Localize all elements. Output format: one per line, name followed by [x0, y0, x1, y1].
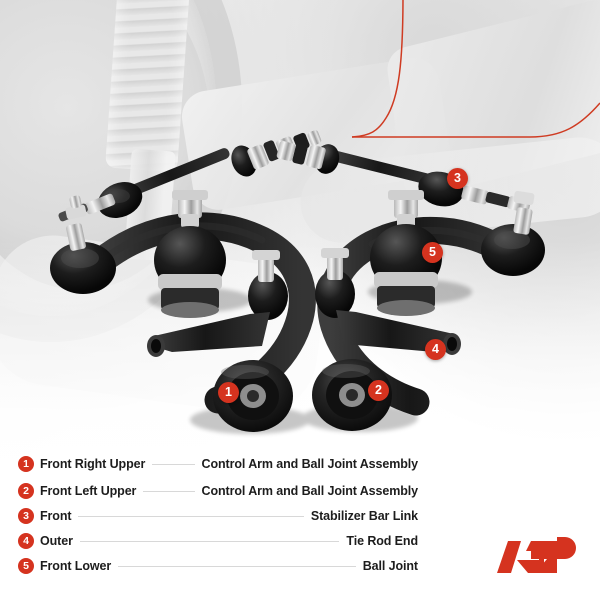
legend-badge-3-label: 3 [23, 509, 29, 522]
callout-badge-2: 2 [368, 380, 389, 401]
callout-badge-2-label: 2 [375, 383, 382, 398]
legend-leader-line-3 [78, 515, 304, 517]
legend-position-3: Front [40, 509, 72, 523]
legend-badge-1: 1 [18, 456, 34, 472]
callout-badge-5-label: 5 [429, 245, 436, 260]
callout-badge-1: 1 [218, 382, 239, 403]
tie-rod-end-right [315, 248, 461, 355]
legend-badge-4-label: 4 [23, 534, 29, 547]
callout-badge-3: 3 [447, 168, 468, 189]
control-arm-front-right-upper [50, 195, 316, 432]
legend-part-3: Stabilizer Bar Link [310, 509, 418, 523]
legend-badge-5-label: 5 [23, 559, 29, 572]
callout-badge-3-label: 3 [454, 171, 461, 186]
tie-rod-end-left [147, 250, 288, 357]
ball-joint-left [154, 190, 226, 318]
callout-badge-5: 5 [422, 242, 443, 263]
legend-position-2: Front Left Upper [40, 484, 137, 498]
legend-row-1: 1 Front Right Upper Control Arm and Ball… [18, 453, 418, 475]
ball-joint-right [370, 190, 442, 316]
legend-leader-line-5 [118, 565, 356, 567]
a-premium-logo-icon [497, 537, 576, 573]
callout-badge-1-label: 1 [225, 385, 232, 400]
callout-badge-4-label: 4 [432, 342, 439, 357]
stabilizer-bar-link-left [58, 130, 322, 222]
legend-row-3: 3 Front Stabilizer Bar Link [18, 505, 418, 527]
legend-badge-1-label: 1 [23, 457, 29, 470]
legend-part-2: Control Arm and Ball Joint Assembly [201, 484, 419, 498]
legend-leader-line-1 [152, 463, 195, 465]
legend-badge-3: 3 [18, 508, 34, 524]
legend-leader-line-4 [79, 540, 340, 542]
legend-position-1: Front Right Upper [40, 457, 146, 471]
callout-badge-4: 4 [425, 339, 446, 360]
legend-row-5: 5 Front Lower Ball Joint [18, 555, 418, 577]
legend-part-1: Control Arm and Ball Joint Assembly [201, 457, 419, 471]
legend-row-2: 2 Front Left Upper Control Arm and Ball … [18, 480, 418, 502]
suspension-parts-illustration [50, 130, 545, 434]
parts-legend: 1 Front Right Upper Control Arm and Ball… [0, 450, 600, 580]
legend-leader-line-2 [143, 490, 195, 492]
legend-badge-5: 5 [18, 558, 34, 574]
legend-row-4: 4 Outer Tie Rod End [18, 530, 418, 552]
legend-badge-4: 4 [18, 533, 34, 549]
legend-position-5: Front Lower [40, 559, 112, 573]
legend-part-4: Tie Rod End [346, 534, 418, 548]
legend-position-4: Outer [40, 534, 73, 548]
legend-badge-2: 2 [18, 483, 34, 499]
legend-badge-2-label: 2 [23, 484, 29, 497]
legend-part-5: Ball Joint [362, 559, 418, 573]
